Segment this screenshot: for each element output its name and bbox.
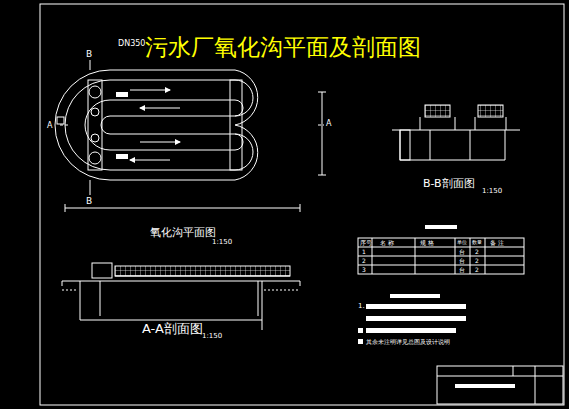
table-cell: 1 <box>362 249 366 255</box>
section-mark: A <box>47 122 52 130</box>
scale: 1:150 <box>202 333 222 340</box>
table-cell: 2 <box>475 249 479 255</box>
pipe-label: DN350 <box>118 40 145 48</box>
table-cell: 台 <box>459 267 465 273</box>
section-mark: A <box>326 120 331 128</box>
section-mark: B <box>86 197 92 206</box>
table-cell: 序号 <box>360 240 372 246</box>
table-cell: 2 <box>475 258 479 264</box>
table-cell: 2 <box>475 267 479 273</box>
table-cell: 规 格 <box>420 240 434 246</box>
table-cell: 台 <box>459 249 465 255</box>
table-cell: 名 称 <box>380 240 394 246</box>
view-title: B-B剖面图 <box>423 178 475 189</box>
scale: 1:150 <box>482 188 502 195</box>
table-cell: 数量 <box>472 240 482 245</box>
table-cell: 单位 <box>457 240 467 245</box>
note-text: 1. <box>358 303 365 310</box>
scale: 1:150 <box>212 239 232 246</box>
table-cell: 备 注 <box>490 240 504 246</box>
view-title: 氧化沟平面图 <box>150 227 216 238</box>
table-cell: 台 <box>459 258 465 264</box>
view-title: A-A剖面图 <box>142 322 203 335</box>
table-cell: 2 <box>362 258 366 264</box>
note-text: 其余未注明详见总图及设计说明 <box>366 339 450 345</box>
table-cell: 3 <box>362 267 366 273</box>
section-mark: B <box>86 50 92 59</box>
drawing-title: 污水厂氧化沟平面及剖面图 <box>145 36 421 59</box>
